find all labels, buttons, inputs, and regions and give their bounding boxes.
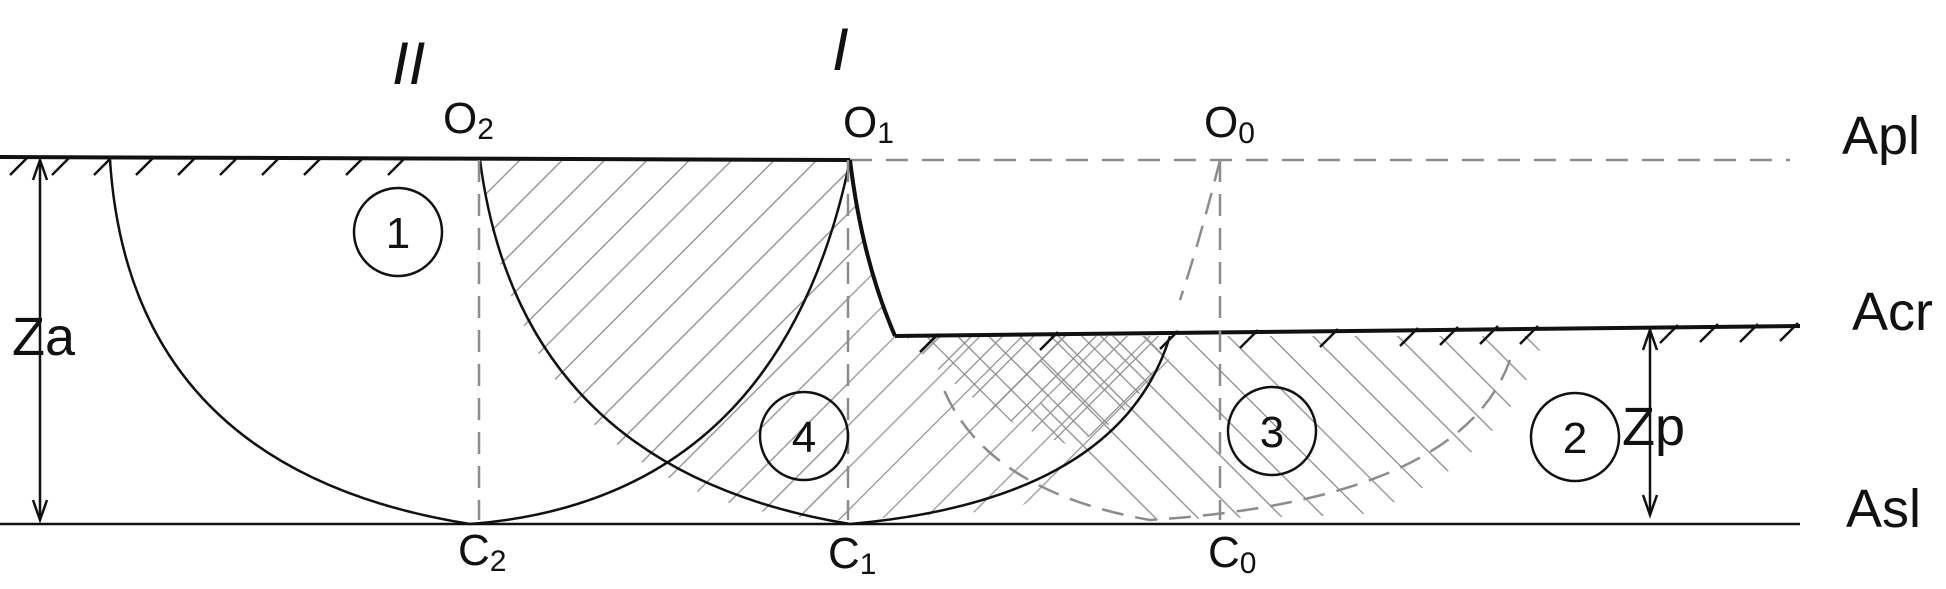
point-c0-label: C0 bbox=[1208, 528, 1256, 580]
zone-4-label: 4 bbox=[792, 413, 816, 462]
point-o1-label: O1 bbox=[843, 98, 894, 150]
arc-position-2 bbox=[108, 159, 852, 526]
upper-ground-line bbox=[0, 155, 851, 162]
za-dimension-arrow bbox=[31, 156, 49, 524]
za-label: Za bbox=[12, 307, 76, 367]
zone-2-circle bbox=[1529, 391, 1621, 483]
arc-position-0-dashed bbox=[938, 159, 1512, 522]
arc-position-1 bbox=[478, 159, 1172, 526]
point-c1-label: C1 bbox=[828, 529, 876, 581]
zp-label: Zp bbox=[1622, 397, 1685, 457]
position-1-label: I bbox=[832, 16, 849, 83]
zone-2-label: 2 bbox=[1563, 414, 1587, 463]
middle-ground-line bbox=[894, 324, 1801, 338]
excavation-slope bbox=[848, 159, 897, 337]
zone-4-hatch bbox=[480, 160, 850, 520]
level-middle-label: Acr bbox=[1852, 282, 1933, 342]
zone-3-hatch bbox=[1040, 336, 1545, 520]
zone-1-circle bbox=[352, 186, 444, 278]
zone-3-label: 3 bbox=[1260, 408, 1284, 457]
zone-3-circle bbox=[1226, 385, 1318, 477]
position-2-label: II bbox=[392, 30, 425, 97]
zone-4-circle bbox=[758, 390, 850, 482]
point-c2-label: C2 bbox=[458, 526, 506, 578]
upper-ground-ticks bbox=[9, 156, 407, 176]
zone-1-label: 1 bbox=[386, 209, 410, 258]
level-bottom-label: Asl bbox=[1846, 479, 1921, 539]
point-o2-label: O2 bbox=[443, 94, 494, 146]
level-top-label: Apl bbox=[1842, 106, 1920, 166]
zp-dimension-arrow bbox=[1641, 326, 1659, 519]
point-o0-label: O0 bbox=[1204, 98, 1255, 150]
